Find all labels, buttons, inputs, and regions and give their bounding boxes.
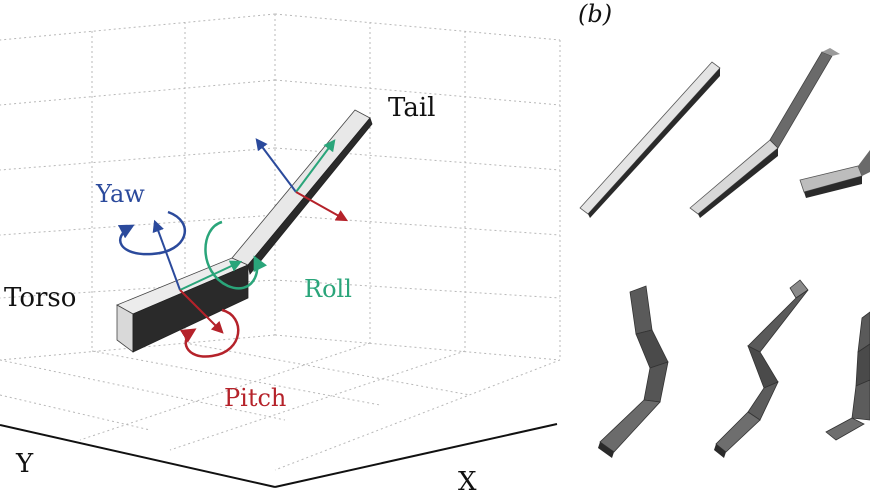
torso-roll-arrow: [179, 260, 243, 291]
shape-zigzag-1: [598, 285, 669, 458]
tail-segment: [231, 109, 373, 275]
pitch-label: Pitch: [224, 384, 286, 412]
shape-partial-right: [799, 150, 870, 198]
torso-yaw-arrow: [152, 219, 181, 291]
shape-straight: [579, 61, 721, 218]
torso-pitch-arrow: [179, 289, 224, 334]
yaw-label: Yaw: [95, 180, 145, 208]
shape-zigzag-2: [714, 279, 809, 458]
tail-yaw-arrow: [255, 138, 297, 193]
torso-label: Torso: [4, 283, 76, 313]
torso-segment: [116, 257, 250, 353]
axis-x-label: X: [458, 467, 477, 492]
shape-single-bend: [689, 48, 840, 218]
shape-zigzag-3-partial: [825, 311, 870, 441]
axis-y-label: Y: [15, 449, 34, 479]
yaw-rotation-icon: [117, 210, 187, 256]
roll-rotation-icon: [204, 220, 268, 290]
tail-roll-arrow: [295, 139, 336, 193]
floor-axes: [0, 423, 558, 488]
tail-label: Tail: [388, 93, 435, 123]
pitch-rotation-icon: [179, 308, 240, 358]
panel-b-label: (b): [578, 0, 612, 28]
roll-label: Roll: [304, 275, 352, 303]
tail-pitch-arrow: [295, 191, 349, 222]
